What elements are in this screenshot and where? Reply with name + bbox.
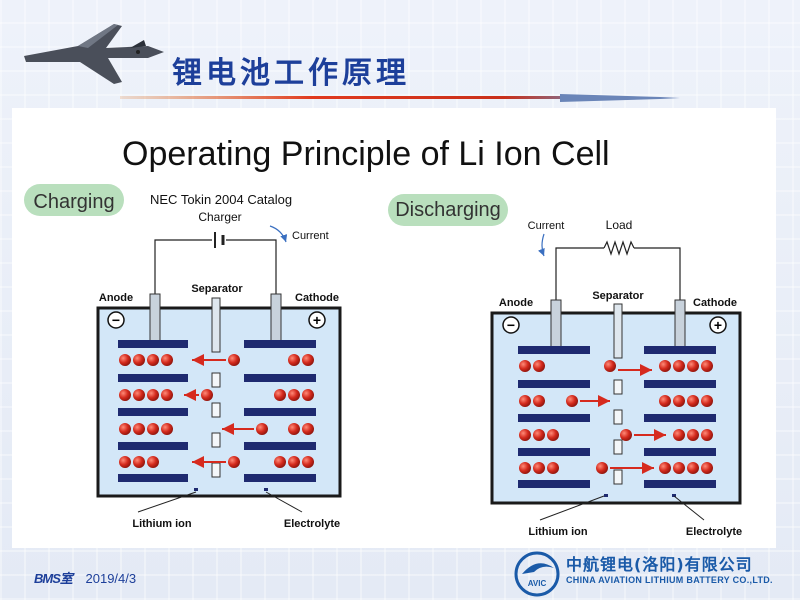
charging-tag: Charging: [24, 184, 124, 216]
discharging-load-label: Load: [606, 218, 633, 232]
discharging-ion-label: Lithium ion: [528, 526, 588, 538]
discharging-ion-pointer: [539, 495, 605, 521]
footer-date: 2019/4/3: [85, 571, 137, 586]
charging-minus-icon: −: [112, 312, 120, 328]
discharging-tag: Discharging: [388, 194, 508, 226]
fighter-jet-icon: [24, 24, 164, 84]
charging-plus-icon: +: [313, 312, 321, 328]
li-ion-cell-diagram: Operating Principle of Li Ion Cell Charg…: [24, 135, 742, 538]
discharging-electrolyte-label: Electrolyte: [686, 526, 742, 538]
discharging-plus-icon: +: [714, 317, 722, 333]
charging-circuit: [154, 232, 277, 298]
company-name-cn: 中航锂电(洛阳)有限公司: [566, 555, 753, 574]
source-caption: NEC Tokin 2004 Catalog: [150, 192, 292, 207]
discharging-electrolyte-pointer: [673, 495, 705, 521]
footer-brand: BMS室: [34, 571, 73, 586]
charging-electrolyte-label: Electrolyte: [284, 518, 340, 530]
charging-separator-label: Separator: [191, 283, 243, 295]
discharging-separator-label: Separator: [592, 290, 644, 302]
svg-text:Discharging: Discharging: [395, 199, 501, 221]
charging-anode-label: Anode: [99, 292, 133, 304]
avic-logo-icon: AVIC: [514, 551, 560, 597]
discharging-minus-icon: −: [507, 317, 515, 333]
company-name-en: CHINA AVIATION LITHIUM BATTERY CO.,LTD.: [566, 575, 773, 585]
charging-current-arrow-icon: [269, 225, 288, 243]
discharging-cathode-label: Cathode: [693, 297, 737, 309]
charging-ion-pointer: [137, 491, 197, 513]
discharging-cell: − +: [490, 299, 742, 505]
charging-ion-label: Lithium ion: [132, 518, 192, 530]
charging-charger-label: Charger: [198, 210, 241, 224]
charging-cell: − +: [96, 293, 342, 498]
svg-text:Charging: Charging: [33, 191, 114, 213]
slide-footer: BMS室 2019/4/3: [34, 568, 136, 587]
slide-title: 锂电池工作原理: [172, 56, 410, 91]
charging-electrolyte-pointer: [265, 491, 303, 513]
discharging-current-label: Current: [528, 220, 565, 232]
discharging-current-arrow-icon: [537, 233, 545, 257]
diagram-heading: Operating Principle of Li Ion Cell: [122, 135, 610, 173]
charging-cathode-label: Cathode: [295, 292, 339, 304]
svg-text:AVIC: AVIC: [528, 579, 547, 588]
discharging-anode-label: Anode: [499, 297, 533, 309]
title-underline: [120, 94, 680, 102]
discharging-circuit: [555, 240, 681, 304]
charging-current-label: Current: [292, 230, 329, 242]
